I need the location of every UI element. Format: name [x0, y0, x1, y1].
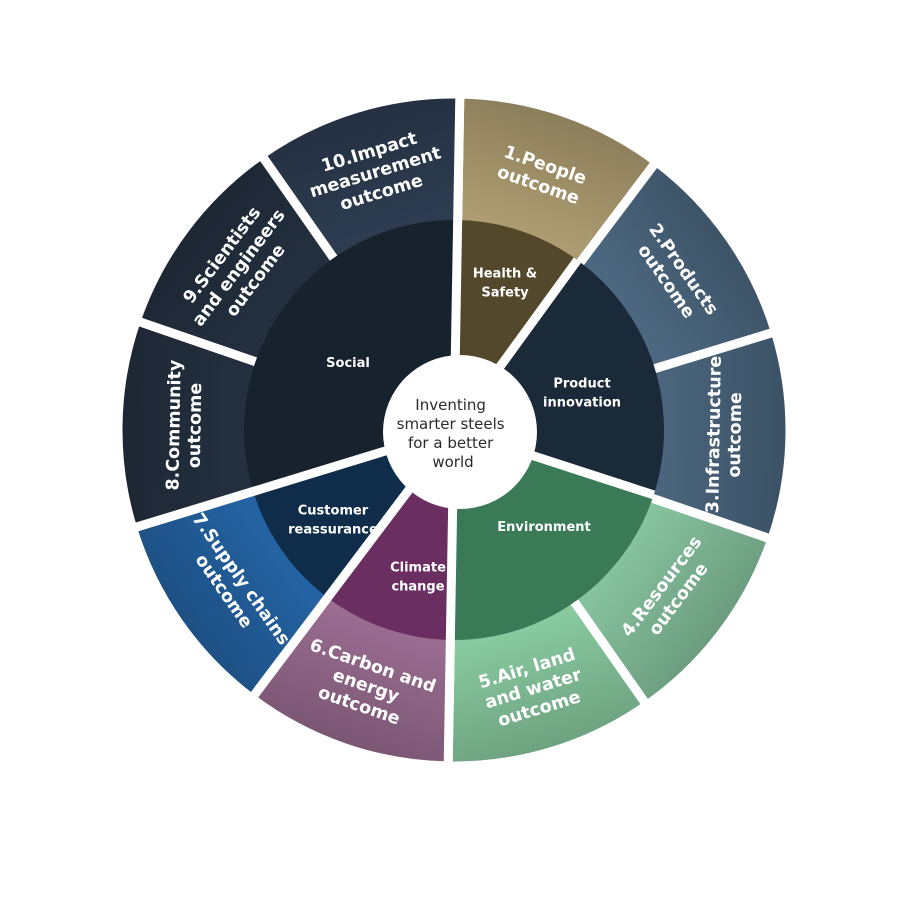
outer-segment-label: 8.Communityoutcome — [163, 359, 206, 491]
outer-segment-label-line: outcome — [725, 392, 746, 478]
inner-segment-label: Customer reassurance — [288, 504, 378, 538]
inner-segment-label-line: Climate — [390, 561, 446, 576]
outer-segment-label: 3.Infrastructureoutcome — [703, 356, 747, 514]
inner-segment-label-line: Product — [553, 377, 610, 392]
center-text: Inventing smarter steels for a better wo… — [397, 396, 510, 471]
inner-segment-label: Product innovation — [543, 377, 621, 411]
inner-segment-label-line: innovation — [543, 396, 621, 411]
inner-segment-label-line: Environment — [497, 520, 591, 535]
center-text-line-4: world — [432, 453, 473, 471]
center-text-line-3: for a better — [408, 434, 494, 452]
center-circle — [383, 355, 537, 509]
center-hub: Inventing smarter steels for a better wo… — [383, 355, 537, 509]
inner-segment-label-line: reassurance — [288, 523, 378, 538]
inner-segment-label-line: Health & — [473, 267, 537, 282]
outer-segment-label-line: 8.Community — [163, 359, 185, 491]
inner-segment-label: Health & Safety — [473, 267, 537, 301]
inner-segment-label-line: change — [391, 580, 444, 595]
outer-segment-label-line: 3.Infrastructure — [703, 356, 726, 514]
inner-segment-label-line: Social — [326, 356, 370, 371]
inner-segment-label: Climate change — [390, 561, 446, 595]
center-text-line-1: Inventing — [415, 396, 486, 414]
inner-segment-label-line: Safety — [481, 286, 529, 301]
center-text-line-2: smarter steels — [397, 415, 505, 433]
inner-segment-label: Social — [326, 356, 370, 371]
inner-segment-label: Environment — [497, 520, 591, 535]
outer-segment-label-line: outcome — [185, 383, 206, 469]
inner-segment-label-line: Customer — [298, 504, 369, 519]
